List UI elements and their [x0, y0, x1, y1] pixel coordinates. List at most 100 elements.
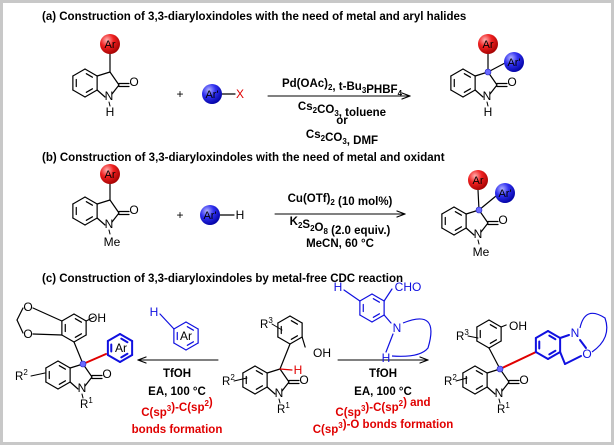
ring-double-bond [85, 201, 94, 206]
condition-line: Cu(OTf)2 (10 mol%) [288, 193, 393, 208]
ar-sphere: Ar [100, 164, 120, 184]
atom-h: H [236, 208, 245, 222]
ring-bond [254, 386, 268, 395]
ring-bond [453, 206, 467, 215]
atom-n: N [275, 386, 284, 400]
ring-double-bond [489, 339, 498, 344]
piperidine-ring [579, 312, 608, 353]
atom-o: O [299, 373, 308, 387]
ring-double-bond [475, 385, 484, 390]
condition-line: Cs2CO3, DMF [306, 129, 378, 147]
condition-line: Cs2CO3, toluene [298, 101, 386, 119]
ring-bond [185, 321, 199, 330]
ring-double-bond [85, 88, 94, 93]
ring-bond [441, 206, 455, 215]
atom-n: N [495, 386, 504, 400]
bond [486, 386, 496, 395]
ring-bond [474, 386, 488, 395]
ring-bond [72, 68, 86, 77]
atom-me: Me [104, 235, 121, 249]
condition-line: or [336, 115, 348, 127]
c-h-bond [159, 313, 175, 330]
bond [96, 217, 106, 226]
r3-label: R3 [456, 328, 469, 343]
ring-bond [441, 227, 455, 236]
piperidine-ring [391, 318, 432, 357]
reagent-cho: CHO [395, 280, 422, 294]
new-c-c-bond [499, 351, 537, 370]
ring-bond [371, 314, 385, 323]
atom-me: Me [473, 245, 490, 259]
reagent-h: H [150, 305, 159, 319]
ar-prime-sphere-product: Ar' [504, 52, 524, 72]
ring-bond [84, 68, 98, 77]
svg-text:Ar: Ar [473, 175, 484, 187]
ring-bond [488, 340, 502, 349]
ring-bond [277, 315, 291, 324]
r2-bond [233, 377, 248, 382]
ring-bond [559, 351, 566, 365]
bond [474, 89, 484, 98]
svg-text:Ar': Ar' [498, 188, 511, 200]
ring-bond [453, 227, 467, 236]
r2-bond [30, 372, 46, 377]
atom-o-dioxole: O [23, 300, 32, 314]
halide-x: X [236, 87, 244, 101]
ring-bond [462, 365, 476, 374]
ring-double-bond [255, 370, 264, 375]
atom-n: N [105, 217, 114, 231]
ar-sphere-product: Ar [468, 170, 488, 190]
svg-text:Ar': Ar' [205, 89, 218, 101]
ring-bond [359, 314, 373, 323]
ring-double-bond [186, 326, 195, 331]
ring-bond [57, 360, 71, 369]
condition-line: C(sp3)-C(sp2) and [335, 397, 430, 419]
reactive-c-h-bond [279, 368, 293, 371]
ar-prime-sphere: Ar' [200, 205, 220, 225]
c-h-bond [343, 289, 361, 302]
ring-bond [474, 365, 488, 374]
bond [419, 359, 429, 364]
bond [301, 336, 306, 348]
ring-bond [462, 386, 476, 395]
ring-bond [84, 217, 98, 226]
new-c-c-bond [82, 353, 107, 365]
condition-line: Pd(OAc)2, t-Bu3PHBF4 [282, 78, 403, 98]
ring-bond [173, 342, 187, 351]
ring-double-bond [489, 324, 498, 329]
ring-bond [385, 333, 394, 353]
ch2-o-bond [564, 355, 582, 365]
atom-oh: OH [88, 311, 106, 325]
ring-bond [476, 340, 490, 349]
ring-bond [106, 333, 121, 342]
c-n-bond [559, 334, 570, 339]
atom-h-reactive: H [294, 363, 303, 377]
ring-bond [57, 381, 71, 390]
ring-bond [72, 89, 86, 98]
ring-double-bond [454, 211, 463, 216]
reagent-n: N [393, 321, 402, 335]
bond [396, 213, 406, 218]
atom-n: N [78, 381, 87, 395]
bond [137, 356, 147, 361]
cho-bond [383, 288, 393, 302]
section-a-title: (a) Construction of 3,3-diaryloxindoles … [42, 11, 466, 23]
ring-bond [289, 336, 303, 345]
ring-double-bond [85, 73, 94, 78]
bond [109, 71, 120, 86]
ring-bond [119, 333, 134, 342]
svg-text:Ar: Ar [483, 39, 494, 51]
condition-line: MeCN, 60 °C [306, 238, 374, 250]
atom-n: N [483, 89, 492, 103]
bond [281, 381, 290, 392]
svg-text:Ar: Ar [105, 39, 116, 51]
ring-bond [450, 68, 464, 77]
atom-o: O [129, 203, 138, 217]
ar-ring-label: Ar [115, 341, 127, 355]
bond [488, 347, 501, 370]
ring-bond [289, 315, 303, 324]
ring-bond [534, 351, 549, 360]
ring-bond [476, 319, 490, 328]
